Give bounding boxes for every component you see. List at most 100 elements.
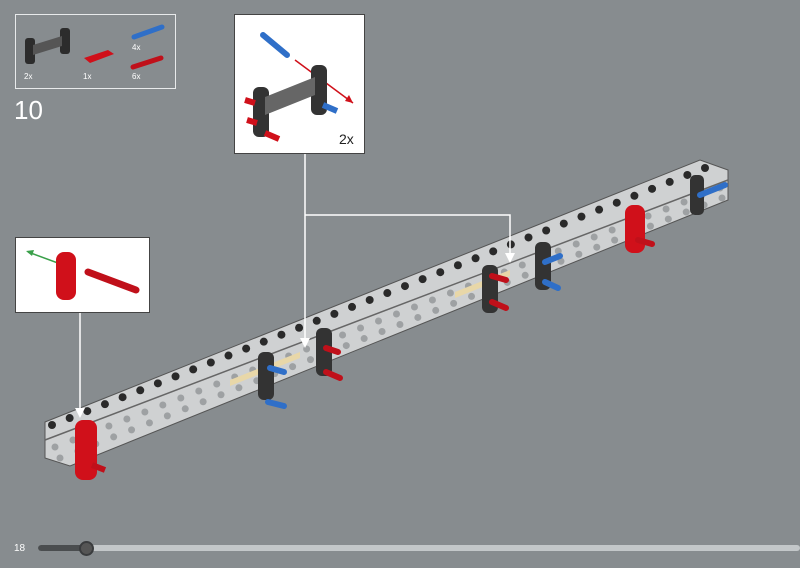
beam-hole <box>611 236 619 244</box>
beam-hole <box>69 436 77 444</box>
beam-hole <box>312 316 321 325</box>
callout-arrowheads <box>75 253 515 418</box>
beam-hole <box>608 226 616 234</box>
part-qty-frame: 2x <box>24 72 33 81</box>
beam-hole <box>177 394 185 402</box>
beam-hole <box>242 344 251 353</box>
beam-hole <box>199 398 207 406</box>
beam-hole <box>118 393 127 402</box>
red-pin-part-icon <box>130 55 164 70</box>
beam-hole <box>189 365 198 374</box>
beam-hole <box>453 261 462 270</box>
beam-hole <box>378 328 386 336</box>
part-qty-red-beam: 1x <box>83 72 92 81</box>
beam-hole <box>577 212 586 221</box>
beam-hole <box>718 194 726 202</box>
beam-hole <box>383 289 392 298</box>
callout-multiplier: 2x <box>339 131 354 147</box>
beam-hole <box>575 250 583 258</box>
beam-hole <box>348 302 357 311</box>
beam-hole <box>217 391 225 399</box>
beam-hole <box>213 380 221 388</box>
page-number: 18 <box>14 543 26 554</box>
beam-hole <box>56 454 64 462</box>
beam-hole <box>110 433 118 441</box>
beam-hole <box>506 240 515 249</box>
beam-hole <box>277 330 286 339</box>
beam-hole <box>141 408 149 416</box>
beam-hole <box>701 164 709 172</box>
beam-hole <box>357 324 365 332</box>
beam-hole <box>428 296 436 304</box>
beam-hole <box>471 254 480 263</box>
red-beam-right <box>625 205 645 253</box>
beam-hole <box>303 345 311 353</box>
main-beam-assembly <box>44 159 729 467</box>
beam-hole <box>468 292 476 300</box>
callout-leader-lines <box>79 153 511 410</box>
beam-hole <box>159 401 167 409</box>
beam-hole <box>181 405 189 413</box>
red-beam-illustration <box>26 250 140 300</box>
beam-hole <box>145 419 153 427</box>
beam-hole <box>153 379 162 388</box>
subassembly-illustration <box>244 32 354 142</box>
beam-hole <box>436 268 445 277</box>
page-progress-handle[interactable] <box>78 541 94 556</box>
beam-hole <box>644 212 652 220</box>
beam-hole <box>360 335 368 343</box>
beam-hole <box>414 313 422 321</box>
beam-hole <box>559 219 568 228</box>
beam-hole <box>542 226 551 235</box>
subassembly-callout: 2x <box>234 14 365 154</box>
page-progress-track[interactable] <box>38 545 800 551</box>
beam-hole <box>375 317 383 325</box>
beam-hole <box>572 240 580 248</box>
beam-hole <box>171 372 180 381</box>
beam-hole <box>446 289 454 297</box>
beam-hole <box>410 303 418 311</box>
beam-hole <box>128 426 136 434</box>
beam-hole <box>489 247 498 256</box>
beam-hole <box>664 215 672 223</box>
beam-hole <box>289 363 297 371</box>
beam-hole <box>665 177 674 186</box>
parts-list-box <box>15 14 176 89</box>
beam-hole <box>683 170 692 179</box>
beam-hole <box>306 356 314 364</box>
beam-hole <box>51 443 59 451</box>
beam-hole <box>418 275 427 284</box>
beam-hole <box>524 233 533 242</box>
beam-hole <box>100 400 109 409</box>
beam-hole <box>432 306 440 314</box>
beam-hole <box>123 415 131 423</box>
beam-hole <box>295 323 304 332</box>
beam-hole <box>330 309 339 318</box>
beam-hole <box>224 351 233 360</box>
step-number: 10 <box>14 95 43 125</box>
beam-hole <box>195 387 203 395</box>
beam-hole <box>521 271 529 279</box>
h-frame-part-icon <box>25 28 70 64</box>
beam-hole <box>83 407 92 416</box>
beam-hole <box>259 337 268 346</box>
beam-hole <box>648 184 657 193</box>
beam-hole <box>48 421 56 429</box>
beam-hole <box>339 331 347 339</box>
beam-hole <box>630 191 639 200</box>
red-beam-left <box>75 420 107 480</box>
blue-pin-part-icon <box>131 24 165 40</box>
beam-hole <box>365 295 374 304</box>
beam-hole <box>392 310 400 318</box>
part-qty-red-pin: 6x <box>132 72 141 81</box>
beam-hole <box>65 414 74 423</box>
beam-hole <box>612 198 621 207</box>
beam-hole <box>554 247 562 255</box>
page-progress-fill <box>38 545 86 551</box>
beam-hole <box>595 205 604 214</box>
beam-hole <box>593 243 601 251</box>
red-beam-part-icon <box>84 50 114 63</box>
beam-hole <box>682 208 690 216</box>
beam-hole <box>163 412 171 420</box>
